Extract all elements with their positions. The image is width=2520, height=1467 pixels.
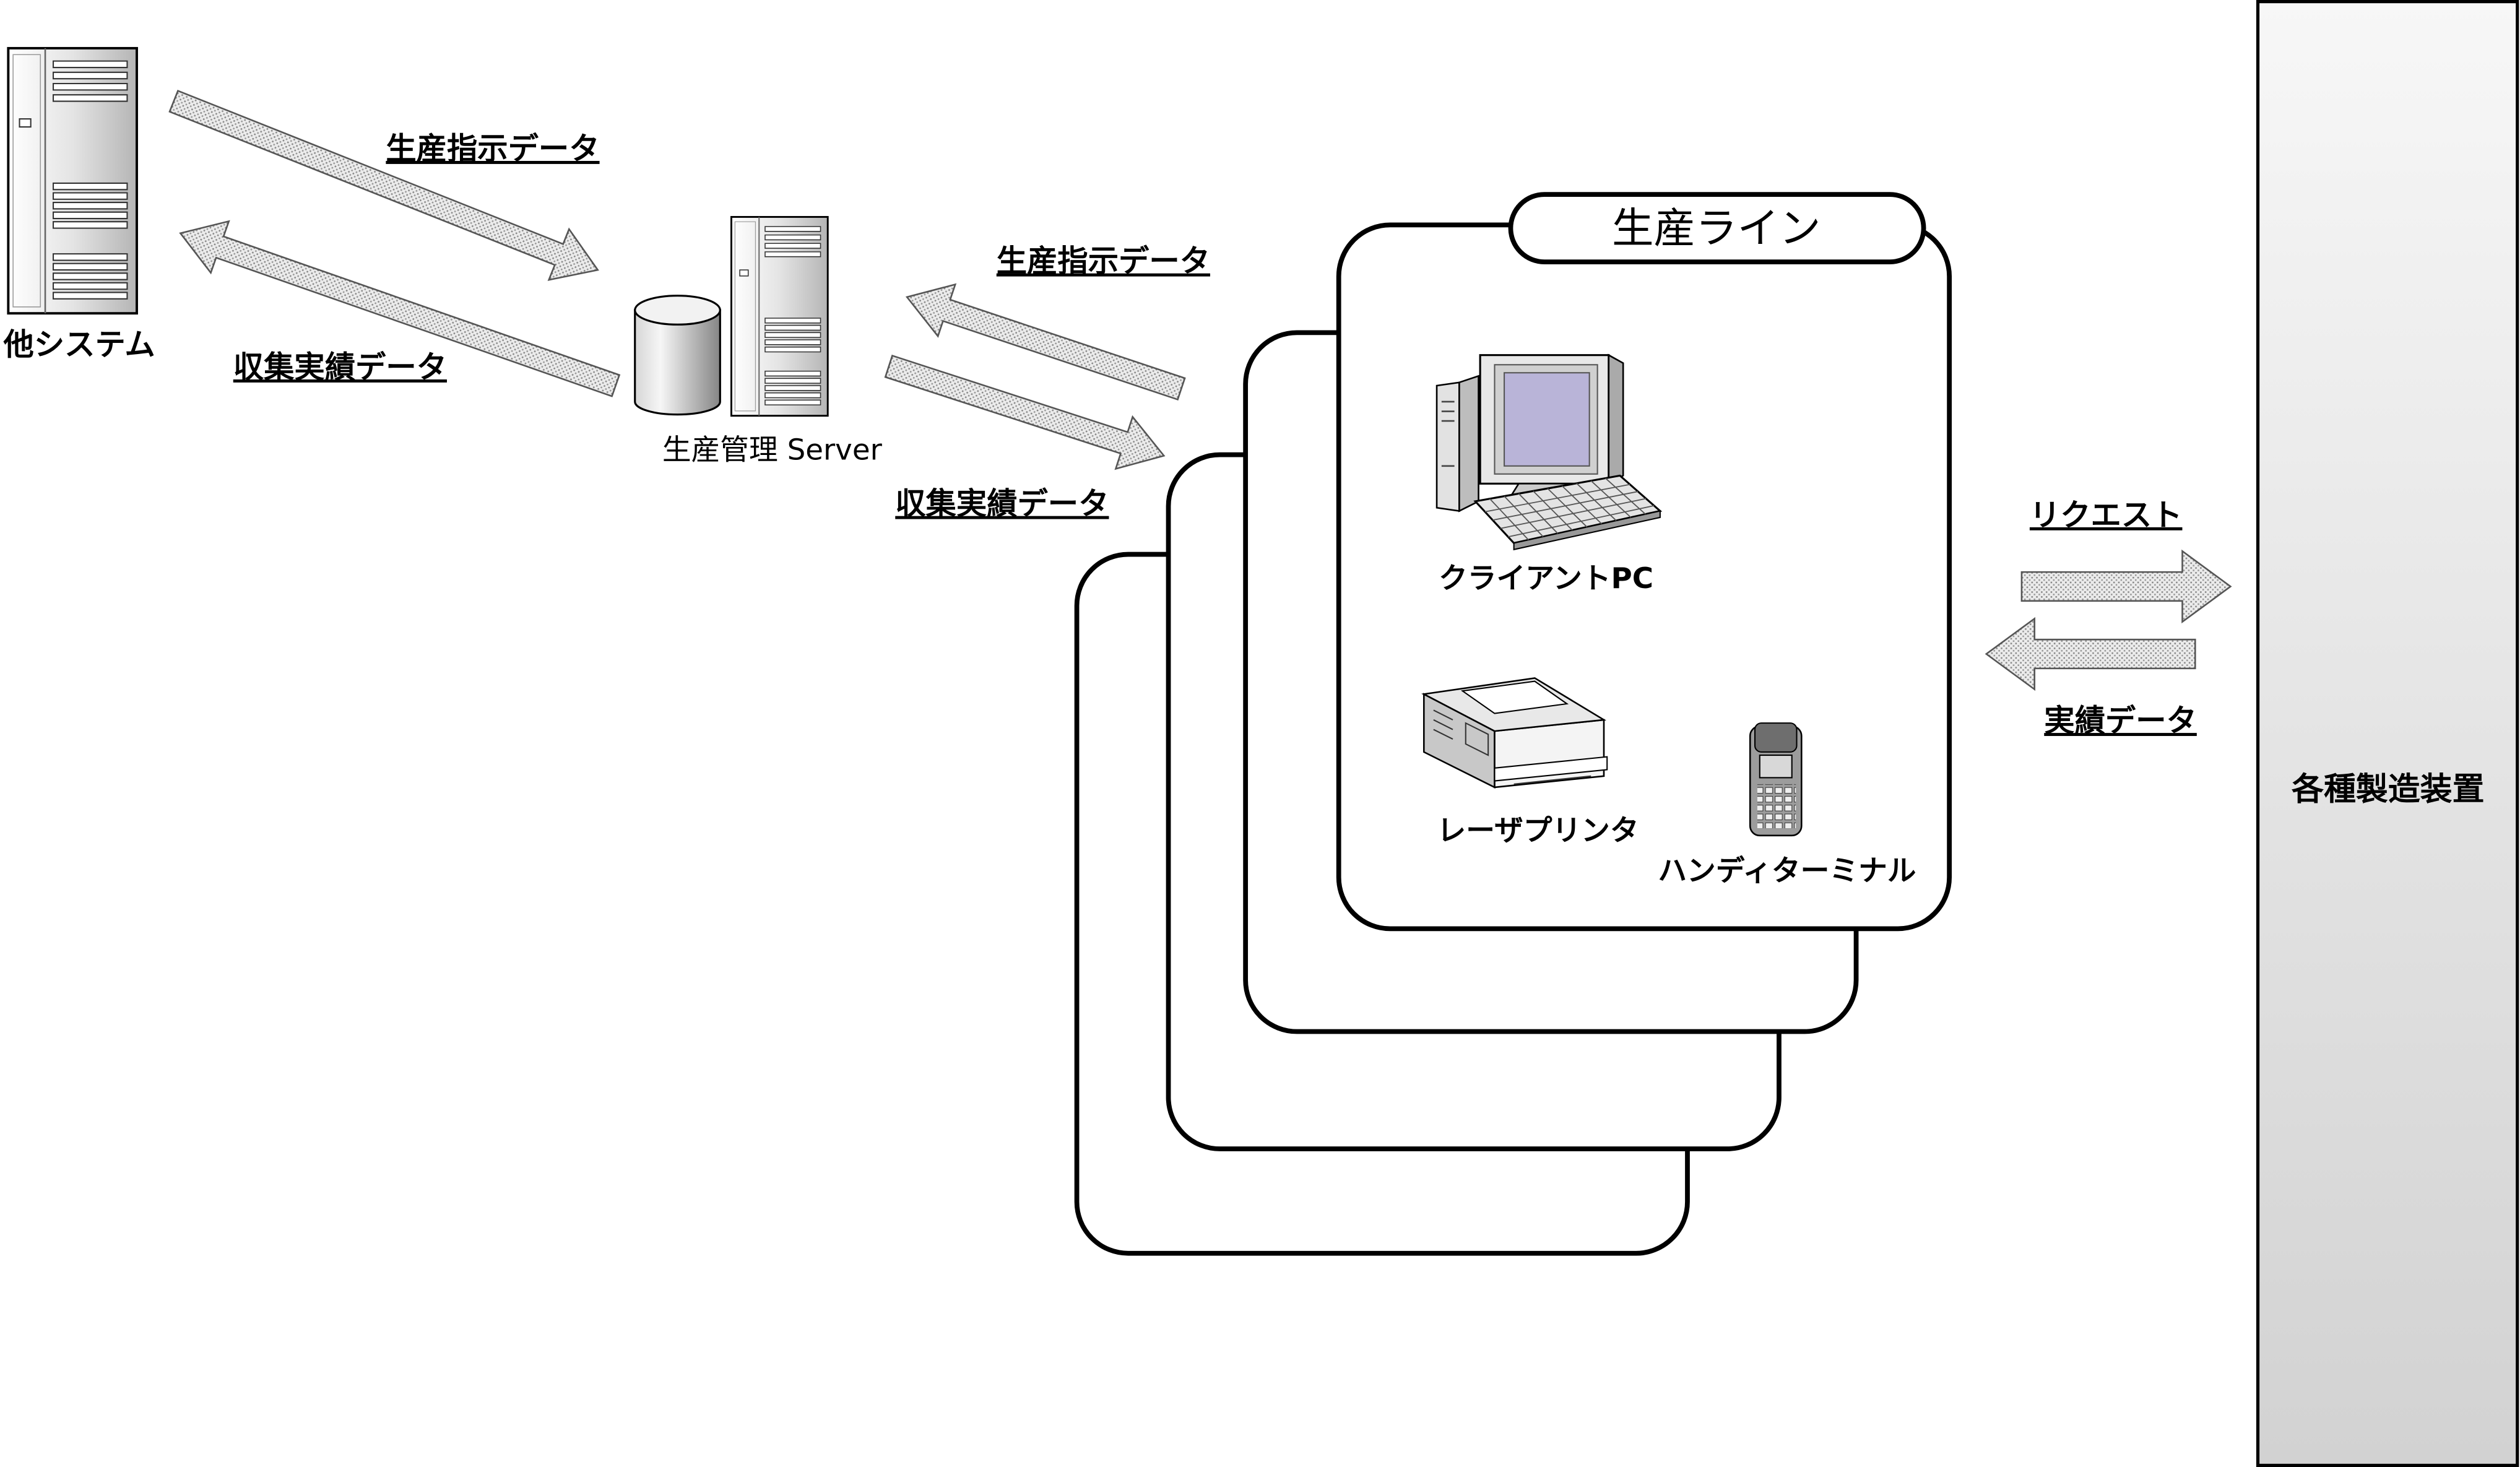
flow-label-results: 実績データ	[2044, 703, 2197, 738]
manufacturing-equipment-panel	[2256, 0, 2519, 1467]
manufacturing-equipment-label: 各種製造装置	[2292, 771, 2484, 808]
flow-label-upper-instruction: 生産指示データ	[386, 131, 599, 167]
management-server-tower-icon	[730, 215, 829, 417]
production-line-title: 生産ライン	[1612, 204, 1821, 253]
client-pc-icon	[1435, 353, 1663, 551]
pc-tower-side	[1458, 374, 1479, 513]
management-server-label: 生産管理 Server	[662, 433, 883, 467]
printer-details	[1433, 709, 1591, 785]
arrow-other-to-server	[168, 89, 599, 281]
arrow-server-to-other	[179, 220, 621, 397]
laser-printer-label: レーザプリンタ	[1437, 815, 1639, 848]
flow-label-upper-collected: 収集実績データ	[233, 349, 447, 385]
arrow-request-to-equipment	[2020, 549, 2232, 624]
laser-printer-icon	[1421, 677, 1608, 789]
database-top	[634, 295, 721, 326]
flow-label-middle-collected: 収集実績データ	[895, 486, 1109, 522]
other-system-label: 他システム	[3, 327, 155, 363]
flow-label-request: リクエスト	[2030, 497, 2183, 533]
terminal-head	[1754, 722, 1798, 753]
keyboard-edge	[1513, 510, 1661, 551]
arrow-server-to-line	[884, 354, 1166, 470]
other-system-server-tower-icon	[7, 46, 138, 315]
pc-tower-details	[1441, 400, 1455, 467]
keyboard-keys	[1484, 477, 1655, 540]
terminal-keypad	[1757, 784, 1796, 829]
printer-paper-tray	[1494, 756, 1608, 782]
handy-terminal-label: ハンディターミナル	[1658, 855, 1916, 888]
printer-output-slot	[1460, 680, 1569, 714]
flow-label-middle-instruction: 生産指示データ	[997, 243, 1210, 279]
production-line-tab	[1508, 192, 1926, 265]
database-body	[634, 309, 721, 416]
arrow-line-to-server	[905, 283, 1186, 401]
arrow-results-from-equipment	[1985, 617, 2196, 691]
client-pc-label: クライアントPC	[1439, 562, 1653, 595]
terminal-screen	[1759, 755, 1793, 779]
monitor-screen	[1504, 372, 1590, 467]
monitor-side	[1608, 353, 1624, 485]
database-icon	[634, 295, 721, 416]
handy-terminal-icon	[1749, 722, 1803, 837]
